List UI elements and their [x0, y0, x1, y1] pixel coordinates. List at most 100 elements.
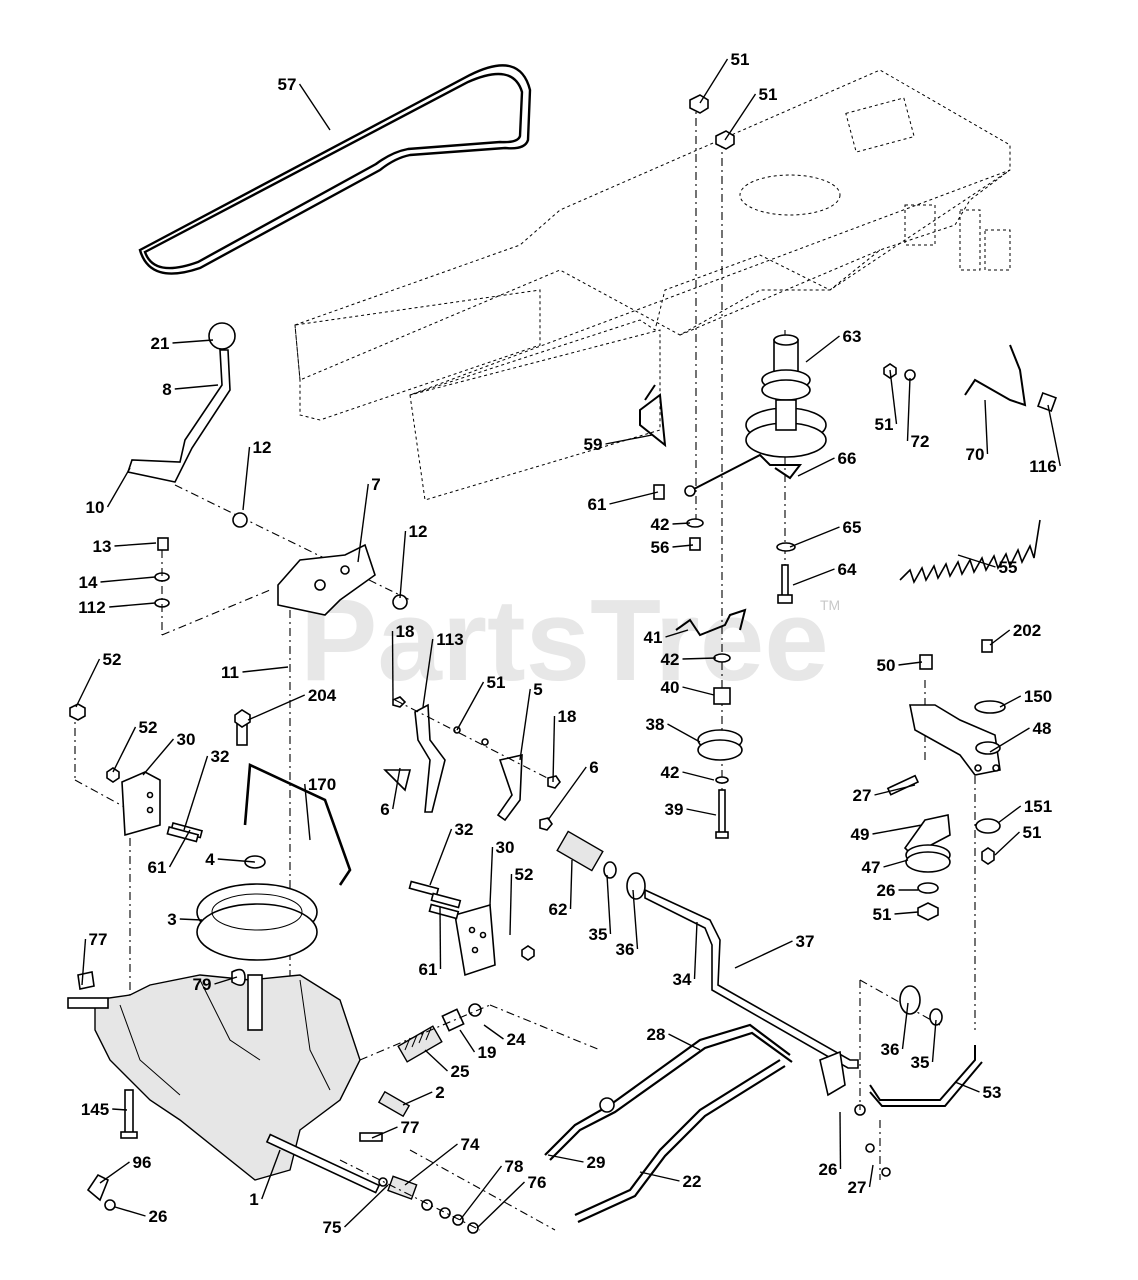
callout-label: 52 [103, 650, 122, 669]
callout-77: 77 [81, 930, 107, 986]
callout-61: 61 [588, 491, 659, 514]
leader-line [75, 658, 101, 708]
callout-52: 52 [112, 718, 157, 773]
leader-line [552, 715, 556, 783]
callout-8: 8 [162, 380, 219, 399]
callout-51: 51 [873, 905, 919, 924]
callout-150: 150 [999, 687, 1052, 708]
callout-label: 30 [496, 838, 515, 857]
leader-line [984, 399, 989, 455]
leader-line [174, 384, 219, 390]
callout-42: 42 [661, 650, 717, 669]
callout-72: 72 [906, 377, 929, 451]
callout-42: 42 [651, 515, 691, 534]
callout-62: 62 [549, 859, 573, 919]
callout-26: 26 [877, 881, 918, 900]
frame [294, 69, 1011, 501]
leader-line [805, 335, 840, 363]
leader-line [81, 938, 87, 986]
callout-41: 41 [644, 628, 689, 647]
callout-29: 29 [547, 1153, 605, 1172]
leader-line [989, 629, 1011, 646]
callout-label: 42 [661, 763, 680, 782]
leader-line [142, 738, 175, 776]
leader-line [872, 824, 923, 835]
leader-line [439, 906, 442, 970]
callout-18: 18 [552, 707, 576, 783]
callout-6: 6 [380, 767, 401, 819]
callout-label: 51 [1023, 823, 1042, 842]
watermark-trademark: TM [820, 597, 840, 613]
callout-label: 14 [79, 573, 98, 592]
callout-42: 42 [661, 763, 715, 782]
leader-line [682, 686, 715, 696]
callout-36: 36 [881, 1002, 909, 1059]
leader-line [686, 808, 717, 816]
leader-line [179, 918, 203, 921]
callout-39: 39 [665, 800, 717, 819]
callout-label: 61 [419, 960, 438, 979]
leader-line [639, 1171, 680, 1182]
callout-label: 34 [673, 970, 692, 989]
shift-bracket [232, 512, 408, 616]
callout-label: 35 [911, 1053, 930, 1072]
leader-line [672, 544, 694, 548]
callout-79: 79 [193, 975, 238, 994]
callout-label: 170 [308, 775, 336, 794]
callout-label: 61 [588, 495, 607, 514]
callout-30: 30 [489, 838, 515, 906]
callout-label: 50 [877, 656, 896, 675]
callout-170: 170 [304, 775, 336, 841]
callout-label: 59 [584, 435, 603, 454]
callout-label: 42 [661, 650, 680, 669]
callout-59: 59 [584, 434, 653, 454]
callout-label: 145 [81, 1100, 109, 1119]
shift-lever [126, 322, 411, 601]
leader-line [429, 828, 453, 886]
leader-line [609, 491, 659, 505]
leader-line [957, 554, 996, 568]
callout-27: 27 [848, 1164, 874, 1197]
callout-75: 75 [323, 1184, 389, 1237]
callout-4: 4 [205, 850, 256, 869]
leader-line [109, 602, 156, 608]
callout-label: 24 [507, 1030, 526, 1049]
leader-line [459, 1029, 476, 1053]
callout-label: 52 [515, 865, 534, 884]
leader-line [172, 339, 214, 344]
callout-label: 66 [838, 449, 857, 468]
watermark: PartsTree [300, 575, 829, 705]
callout-label: 78 [505, 1157, 524, 1176]
callout-label: 10 [86, 498, 105, 517]
callout-label: 112 [78, 598, 105, 617]
callout-label: 11 [221, 663, 239, 682]
leader-line [114, 542, 157, 547]
callout-151: 151 [997, 797, 1052, 824]
callout-113: 113 [422, 630, 464, 708]
callout-1: 1 [249, 1149, 281, 1209]
callout-13: 13 [93, 537, 157, 556]
callout-5: 5 [519, 680, 543, 761]
callout-label: 204 [308, 686, 337, 705]
callout-label: 56 [651, 538, 670, 557]
callout-label: 39 [665, 800, 684, 819]
callout-61: 61 [419, 906, 442, 979]
leader-line [889, 369, 898, 425]
callout-49: 49 [851, 824, 923, 844]
callout-label: 150 [1024, 687, 1052, 706]
callout-34: 34 [673, 921, 698, 989]
callout-label: 3 [167, 910, 176, 929]
callout-35: 35 [589, 874, 612, 944]
callout-64: 64 [792, 560, 857, 586]
callout-label: 96 [133, 1153, 152, 1172]
leader-line [459, 1165, 503, 1221]
leader-line [1047, 404, 1061, 467]
callout-label: 32 [211, 747, 230, 766]
callout-label: 51 [731, 50, 750, 69]
callout-label: 116 [1029, 457, 1056, 476]
leader-line [344, 1184, 389, 1228]
callout-label: 36 [881, 1040, 900, 1059]
leader-line [106, 467, 131, 508]
callout-label: 57 [278, 75, 297, 94]
callout-label: 65 [843, 518, 862, 537]
